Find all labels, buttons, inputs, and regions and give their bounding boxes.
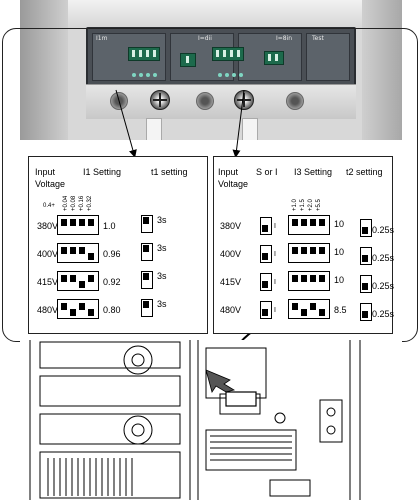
t2-switch-diagram	[360, 219, 372, 237]
wire-clip	[146, 118, 162, 140]
dip-tick-label: +1.0	[292, 199, 298, 211]
i1-value: 0.80	[103, 305, 121, 315]
breaker-label-mid: I=dii	[198, 35, 212, 42]
t2-switch-diagram	[360, 247, 372, 265]
t2-value: 0.25s	[372, 225, 395, 235]
t1-value: 3s	[157, 243, 167, 253]
col-header-i1: I1 Setting	[83, 167, 122, 177]
i1-dip-switch	[128, 47, 160, 61]
dip-tick-label: +1.5	[300, 199, 306, 211]
i1-dip-diagram	[57, 215, 99, 235]
dip-base-label: 0.4+	[43, 203, 55, 209]
mounting-hole	[286, 92, 304, 110]
col-header-input: Input	[35, 167, 56, 177]
mode-value: I	[274, 279, 276, 286]
dip-tick-label: +0.32	[87, 195, 93, 211]
wire-clip	[242, 118, 258, 140]
i3-dip-switch	[212, 47, 244, 61]
leader-line-right	[232, 89, 245, 158]
breaker-label-left: I1m	[96, 35, 108, 42]
t1-value: 3s	[157, 215, 167, 225]
i1-t1-settings-table: Input Voltage I1 Setting t1 setting 0.4+…	[28, 156, 208, 334]
row-voltage: 400V	[220, 249, 242, 259]
i3-value: 8.5	[334, 305, 347, 315]
i3-dip-diagram	[288, 299, 330, 319]
breaker-label-test: Test	[312, 35, 324, 42]
dip-tick-label: +0.04	[63, 195, 69, 211]
row-voltage: 415V	[37, 277, 59, 287]
t1-switch-diagram	[141, 271, 153, 289]
t2-value: 0.25s	[372, 253, 395, 263]
col-header-s-or-i: S or I	[256, 167, 278, 177]
col-header-i3: I3 Setting	[294, 167, 333, 177]
dip-tick-label: +0.08	[71, 195, 77, 211]
i1-dip-diagram	[57, 271, 99, 291]
i1-dip-diagram	[57, 299, 99, 319]
leader-line-left	[115, 89, 137, 158]
breaker-photo: I1m I=dii I=8in Test	[20, 0, 402, 140]
t1-switch-diagram	[141, 215, 153, 233]
i1-value: 1.0	[103, 221, 116, 231]
t2-dip-switch	[264, 51, 284, 65]
s-or-i-switch-diagram	[260, 245, 272, 263]
i3-dip-diagram	[288, 215, 330, 235]
mode-value: I	[274, 223, 276, 230]
i1-dip-diagram	[57, 243, 99, 263]
s-or-i-switch-diagram	[260, 273, 272, 291]
s-or-i-switch-diagram	[260, 217, 272, 235]
dip-tick-label: +2.0	[308, 199, 314, 211]
mode-value: I	[274, 251, 276, 258]
t2-switch-diagram	[360, 275, 372, 293]
row-voltage: 480V	[220, 305, 242, 315]
screw-icon	[234, 90, 254, 110]
dip-tick-label: +5.5	[316, 199, 322, 211]
row-voltage: 480V	[37, 305, 59, 315]
row-voltage: 380V	[220, 221, 242, 231]
s-or-i-switch-diagram	[260, 301, 272, 319]
t1-dip-switch	[180, 53, 196, 67]
breaker-label-right: I=8in	[276, 35, 293, 42]
mounting-rail	[86, 84, 356, 119]
row-voltage: 400V	[37, 249, 59, 259]
t2-switch-diagram	[360, 303, 372, 321]
mounting-hole	[196, 92, 214, 110]
i3-value: 10	[334, 275, 345, 285]
t2-value: 0.25s	[372, 281, 395, 291]
t1-switch-diagram	[141, 243, 153, 261]
screw-icon	[150, 90, 170, 110]
row-voltage: 380V	[37, 221, 59, 231]
i3-value: 10	[334, 247, 345, 257]
col-header-voltage: Voltage	[35, 179, 66, 189]
i1-value: 0.92	[103, 277, 121, 287]
trip-unit-panel: I1m I=dii I=8in Test	[86, 27, 356, 87]
row-voltage: 415V	[220, 277, 242, 287]
t1-switch-diagram	[141, 299, 153, 317]
i3-dip-diagram	[288, 243, 330, 263]
ups-cabinet-drawing	[20, 340, 402, 500]
dip-tick-label: +0.16	[79, 195, 85, 211]
t1-value: 3s	[157, 299, 167, 309]
col-header-t2: t2 setting	[346, 167, 383, 177]
t2-value: 0.25s	[372, 309, 395, 319]
i3-dip-diagram	[288, 271, 330, 291]
t1-value: 3s	[157, 271, 167, 281]
col-header-voltage: Voltage	[218, 179, 249, 189]
mode-value: I	[274, 307, 276, 314]
i3-value: 10	[334, 219, 345, 229]
i3-t2-settings-table: Input Voltage S or I I3 Setting t2 setti…	[213, 156, 395, 334]
i1-value: 0.96	[103, 249, 121, 259]
col-header-t1: t1 setting	[151, 167, 188, 177]
col-header-input: Input	[218, 167, 239, 177]
